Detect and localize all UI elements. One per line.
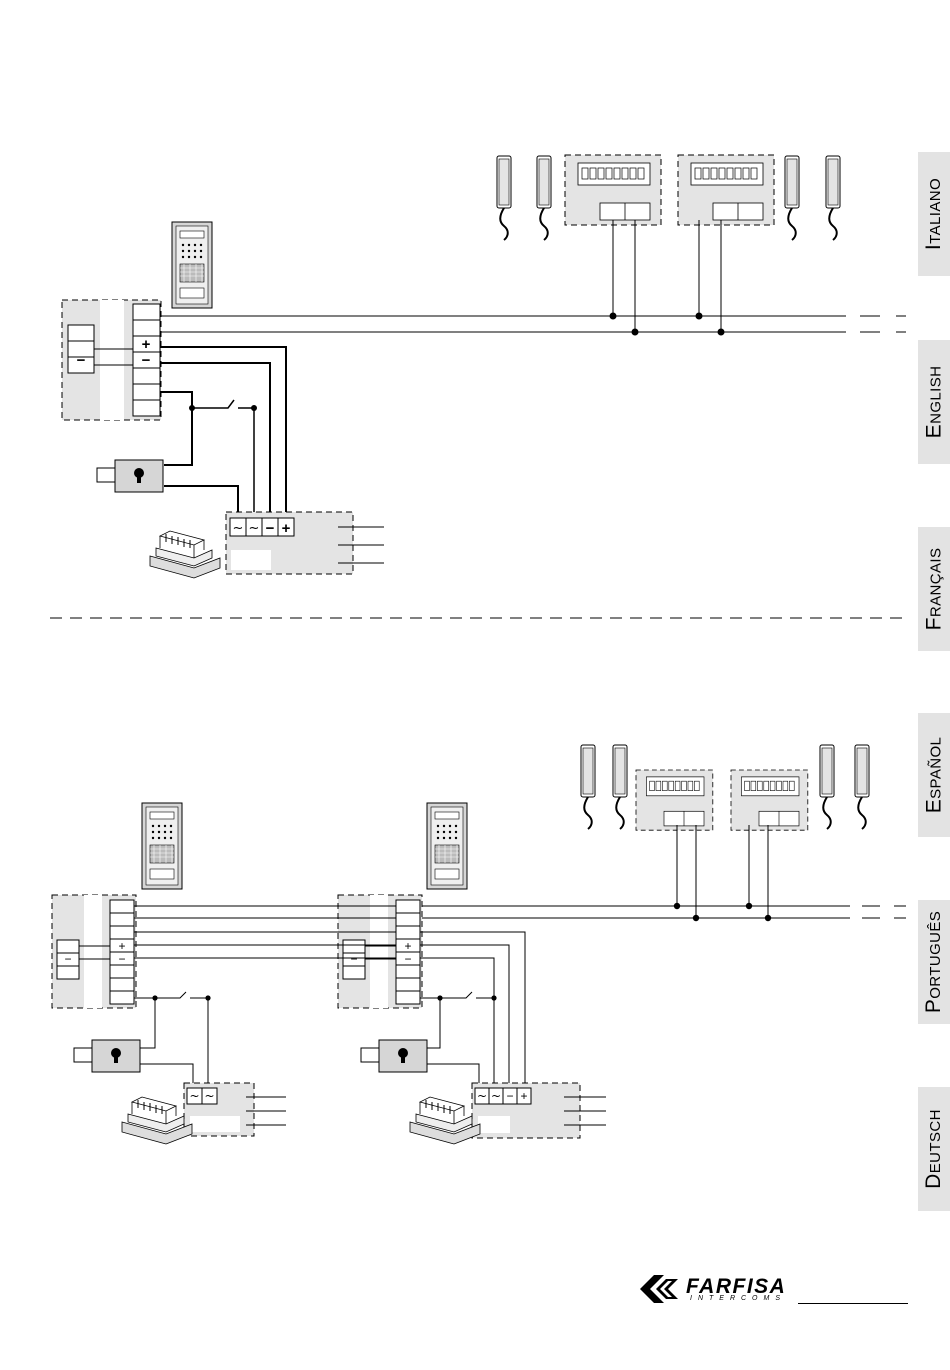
handset-icon (820, 745, 834, 829)
handset-icon (613, 745, 627, 829)
call-panel-icon (172, 222, 212, 308)
power-supply-icon (150, 531, 220, 578)
electric-lock-icon (74, 1040, 140, 1072)
terminal-minus: − (64, 952, 71, 966)
electric-lock-icon (361, 1040, 427, 1072)
terminal-ac: ~ (249, 521, 260, 536)
selector-panel (731, 770, 808, 830)
call-panel-icon (427, 803, 467, 889)
terminal-minus: − (266, 520, 275, 537)
handset-icon (826, 156, 840, 240)
tab-deutsch[interactable]: Deutsch (918, 1087, 950, 1211)
tab-label: Français (922, 548, 946, 631)
diagram-top: + − − ~ ~ − + (62, 155, 906, 578)
call-panel-icon (142, 803, 182, 889)
terminal-ac: ~ (233, 521, 244, 536)
tab-espanol[interactable]: Español (918, 713, 950, 837)
selector-panel (565, 155, 661, 225)
terminal-minus: − (404, 952, 411, 966)
tab-english[interactable]: English (918, 340, 950, 464)
tab-label: English (922, 366, 946, 439)
handset-icon (785, 156, 799, 240)
terminal-plus: + (118, 939, 125, 953)
terminal-plus: + (282, 520, 291, 537)
selector-panel (636, 770, 713, 830)
power-supply-icon (122, 1097, 192, 1144)
tab-label: Deutsch (922, 1109, 946, 1189)
terminal-plus: + (404, 939, 411, 953)
terminal-ac: ~ (477, 1089, 487, 1103)
terminal-minus: − (350, 952, 357, 966)
tab-label: Português (922, 911, 946, 1013)
diagram-bottom: + − − + − − ~ ~ (52, 745, 906, 1144)
selector-panel (678, 155, 774, 225)
brand-rule (798, 1303, 908, 1304)
handset-icon (537, 156, 551, 240)
terminal-plus: + (520, 1089, 527, 1103)
terminal-ac: ~ (491, 1089, 501, 1103)
electric-lock-icon (97, 460, 163, 492)
handset-icon (581, 745, 595, 829)
farfisa-logo-icon (638, 1272, 682, 1306)
terminal-ac: ~ (204, 1089, 214, 1103)
terminal-minus: − (77, 352, 86, 369)
handset-icon (855, 745, 869, 829)
brand-subtitle: INTERCOMS (690, 1295, 786, 1302)
brand-footer: FARFISA INTERCOMS (638, 1272, 908, 1312)
terminal-minus: − (142, 352, 151, 369)
tab-label: Español (922, 737, 946, 814)
terminal-ac: ~ (189, 1089, 199, 1103)
tab-label: Italiano (922, 178, 946, 250)
terminal-plus: + (142, 336, 151, 353)
tab-portugues[interactable]: Português (918, 900, 950, 1024)
terminal-minus: − (506, 1089, 513, 1103)
terminal-minus: − (118, 952, 125, 966)
tab-italiano[interactable]: Italiano (918, 152, 950, 276)
tab-francais[interactable]: Français (918, 527, 950, 651)
power-supply-icon (410, 1097, 480, 1144)
handset-icon (497, 156, 511, 240)
